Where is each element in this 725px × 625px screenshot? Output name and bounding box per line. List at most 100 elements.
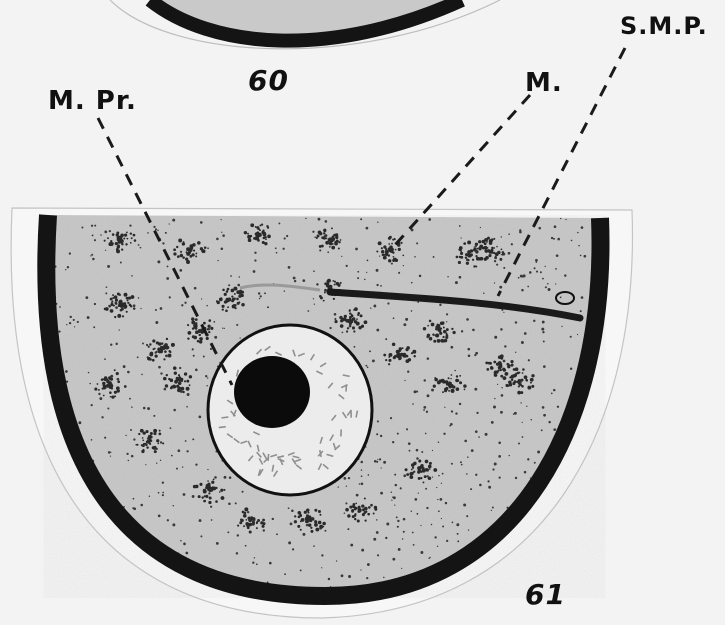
stipple-dot	[543, 414, 546, 417]
granule-dot	[398, 355, 400, 357]
granule-dot	[102, 384, 105, 387]
granule-dot	[219, 491, 221, 493]
granule-dot	[247, 233, 249, 235]
granule-dot	[183, 241, 185, 243]
stipple-dot	[286, 235, 288, 237]
granule-dot	[489, 250, 492, 253]
stipple-dot	[393, 317, 395, 319]
stipple-dot	[123, 365, 126, 368]
stipple-dot	[56, 545, 58, 547]
stipple-dot	[360, 218, 362, 220]
stipple-dot	[518, 557, 519, 558]
stipple-dot	[372, 359, 375, 362]
stipple-dot	[258, 292, 260, 294]
granule-dot	[317, 234, 320, 237]
granule-dot	[395, 249, 397, 251]
stipple-dot	[211, 519, 213, 521]
stipple-dot	[391, 263, 393, 265]
granule-dot	[522, 368, 525, 371]
granule-dot	[344, 318, 347, 321]
granule-dot	[329, 246, 331, 248]
stipple-dot	[192, 348, 194, 350]
granule-dot	[413, 355, 415, 357]
stipple-dot	[376, 269, 379, 272]
stipple-dot	[267, 306, 269, 308]
granule-dot	[446, 328, 449, 331]
granule-dot	[484, 257, 487, 260]
stipple-dot	[300, 569, 302, 571]
granule-dot	[152, 348, 154, 350]
stipple-dot	[376, 433, 378, 435]
stipple-dot	[496, 264, 498, 266]
chromatin-dash	[219, 427, 226, 428]
granule-dot	[405, 468, 408, 471]
granule-dot	[107, 237, 109, 239]
stipple-dot	[474, 246, 475, 247]
granule-dot	[314, 520, 317, 523]
granule-dot	[460, 252, 463, 255]
granule-dot	[500, 354, 504, 358]
stipple-dot	[390, 417, 392, 419]
stipple-dot	[597, 567, 599, 569]
chromatin-dash	[268, 454, 269, 461]
stipple-dot	[162, 242, 164, 244]
granule-dot	[106, 384, 110, 388]
granule-dot	[299, 514, 302, 517]
stipple-dot	[92, 258, 95, 261]
stipple-dot	[416, 513, 418, 515]
granule-dot	[466, 262, 469, 265]
granule-dot	[338, 241, 340, 243]
stipple-dot	[496, 246, 498, 248]
stipple-dot	[475, 352, 478, 355]
granule-dot	[184, 380, 186, 382]
stipple-dot	[207, 247, 209, 249]
granule-dot	[213, 478, 215, 480]
stipple-dot	[441, 483, 442, 484]
stipple-dot	[160, 460, 161, 461]
granule-dot	[121, 308, 124, 311]
stipple-dot	[508, 252, 511, 255]
stipple-dot	[230, 275, 232, 277]
stipple-dot	[105, 292, 107, 294]
granule-dot	[515, 367, 519, 371]
granule-dot	[110, 298, 113, 301]
stipple-dot	[405, 318, 408, 321]
granule-dot	[308, 523, 312, 527]
stipple-dot	[446, 313, 448, 315]
stipple-dot	[67, 529, 69, 531]
granule-dot	[486, 247, 488, 249]
granule-dot	[500, 375, 503, 378]
stipple-dot	[439, 304, 441, 306]
granule-dot	[207, 488, 210, 491]
stipple-dot	[254, 259, 256, 261]
stipple-dot	[553, 389, 555, 391]
granule-dot	[222, 308, 224, 310]
stipple-dot	[397, 526, 399, 528]
stipple-dot	[470, 488, 472, 490]
stipple-dot	[254, 252, 256, 254]
stipple-dot	[138, 244, 140, 246]
granule-dot	[163, 358, 165, 360]
stipple-dot	[533, 320, 535, 322]
stipple-dot	[377, 221, 378, 222]
granule-dot	[381, 250, 384, 253]
stipple-dot	[361, 461, 364, 464]
stipple-dot	[415, 498, 418, 501]
granule-dot	[224, 300, 227, 303]
stipple-dot	[570, 336, 572, 338]
stipple-dot	[377, 554, 379, 556]
granule-dot	[165, 384, 168, 387]
stipple-dot	[383, 577, 385, 579]
granule-dot	[323, 232, 325, 234]
granule-dot	[186, 260, 190, 264]
granule-dot	[392, 343, 395, 346]
granule-dot	[444, 339, 448, 343]
granule-dot	[389, 249, 391, 251]
granule-dot	[111, 395, 114, 398]
granule-dot	[433, 384, 436, 387]
stipple-dot	[368, 474, 370, 476]
granule-dot	[448, 390, 450, 392]
granule-dot	[439, 330, 441, 332]
granule-dot	[104, 240, 106, 242]
stipple-dot	[424, 379, 426, 381]
